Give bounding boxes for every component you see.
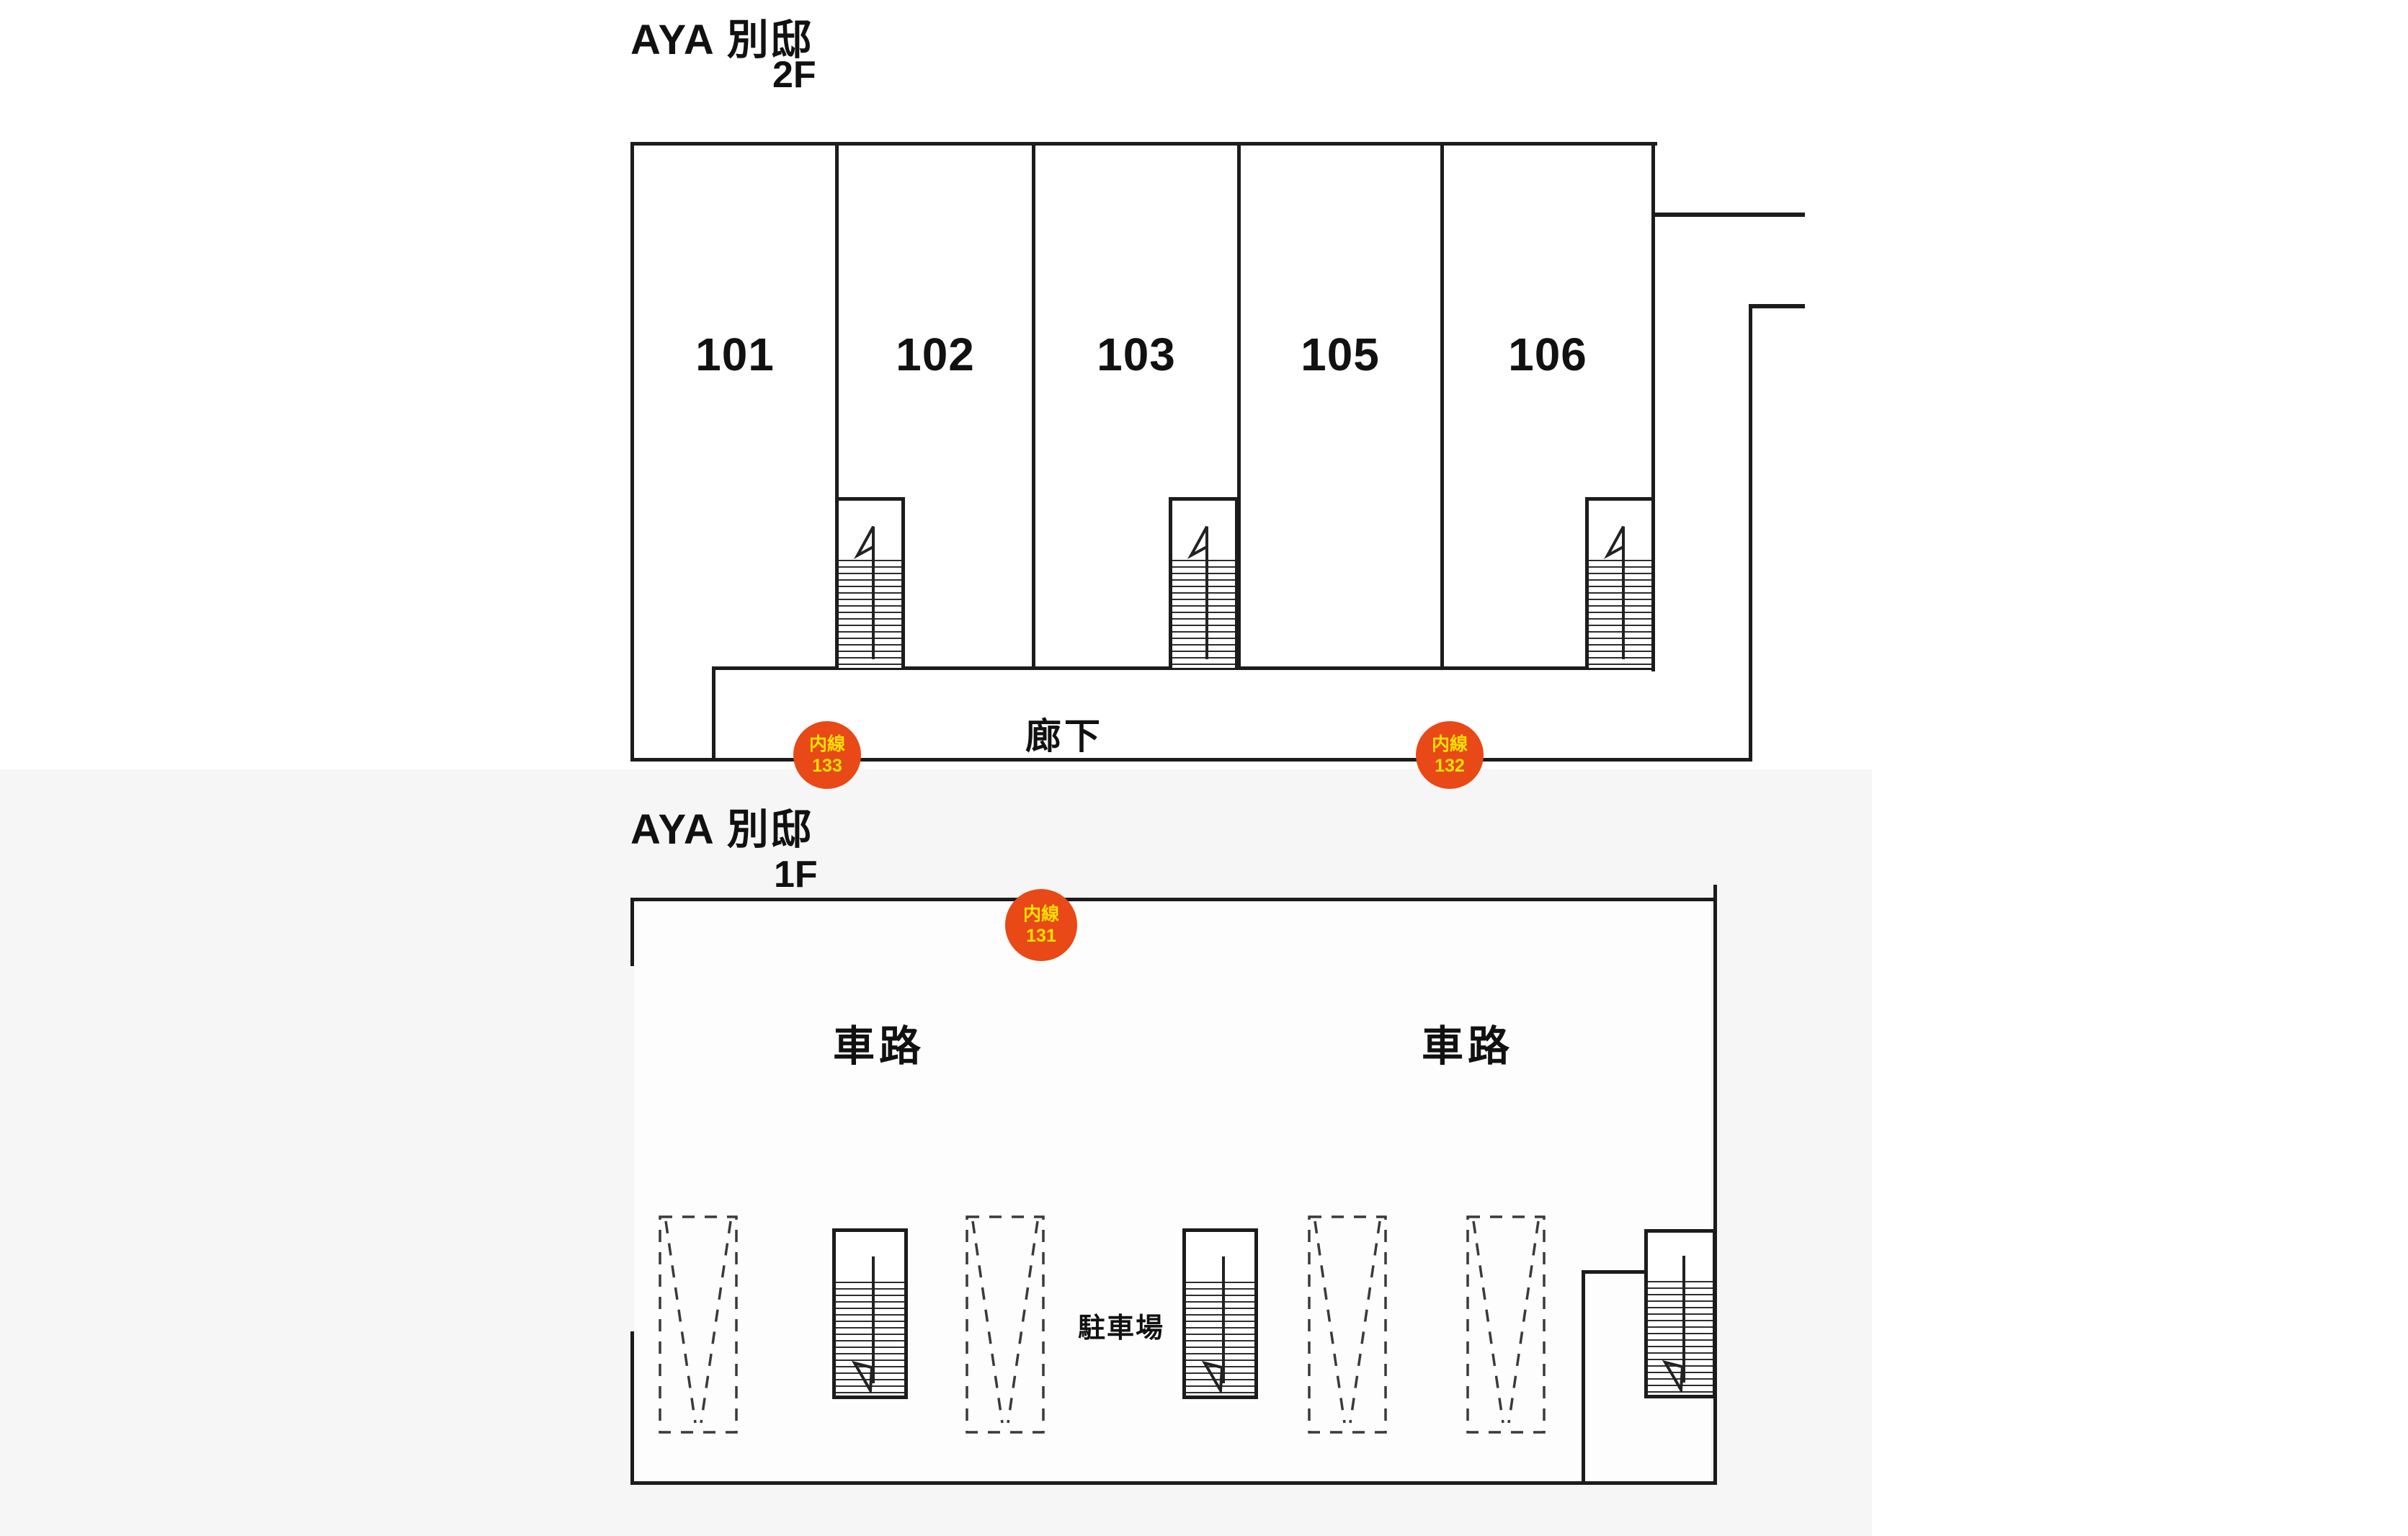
extension-badge-label: 内線: [1431, 734, 1468, 754]
wall-divider-101-102: [835, 142, 839, 668]
wall-rooms-bottom: [712, 666, 1655, 670]
wall-divider-105-106: [1440, 142, 1444, 668]
parking-stall: [966, 1215, 1045, 1437]
corridor-label: 廊下: [1025, 716, 1103, 756]
wall-1f-left-upper: [630, 898, 634, 966]
stairs-down-arrow-icon: [851, 1255, 892, 1393]
stair-treads: [1648, 1281, 1713, 1395]
extension-badge-label: 内線: [1022, 904, 1059, 924]
wall-2f-top: [630, 142, 1657, 146]
room-label-101: 101: [695, 329, 775, 380]
stairwell-1f-middle: [1182, 1228, 1258, 1399]
parking-stall: [659, 1215, 738, 1437]
extension-badge-number: 133: [812, 756, 842, 776]
wall-1f-bottom: [630, 1481, 1717, 1485]
wall-entry-upper: [1654, 213, 1805, 217]
parking-stall: [1466, 1215, 1546, 1437]
wall-divider-102-103: [1032, 142, 1035, 668]
stairwell-1f-left: [832, 1228, 908, 1399]
stair-treads: [1589, 560, 1651, 668]
driveway-label-left: 車路: [832, 1023, 925, 1070]
floor-label-1f: 1F: [774, 854, 818, 896]
extension-badge-label: 内線: [808, 734, 845, 754]
room-label-105: 105: [1301, 329, 1380, 380]
stairwell-2f-room103: [1169, 497, 1239, 668]
driveway-label-right: 車路: [1421, 1023, 1514, 1070]
stairs-down-arrow-icon: [1201, 1255, 1242, 1393]
building-title-2f: AYA 別邸: [630, 17, 813, 63]
stairwell-2f-room102: [835, 497, 905, 668]
building-title-1f: AYA 別邸: [630, 806, 813, 853]
extension-badge-131: 内線 131: [1005, 889, 1077, 961]
extension-badge-133: 内線 133: [793, 721, 861, 789]
wall-corridor-bottom: [630, 758, 1752, 762]
wall-1f-top: [630, 898, 1717, 901]
stairs-up-arrow-icon: [853, 526, 875, 663]
wall-corridor-right: [1749, 305, 1752, 762]
extension-badge-number: 131: [1026, 926, 1056, 946]
floor-label-2f: 2F: [772, 54, 816, 96]
room-label-106: 106: [1508, 329, 1587, 380]
wall-1f-stair-nook-left: [1582, 1270, 1585, 1485]
room-label-102: 102: [896, 329, 975, 380]
stair-treads: [1172, 560, 1235, 668]
stair-treads: [839, 560, 901, 668]
wall-1f-left-lower: [630, 1331, 634, 1485]
parking-label: 駐車場: [1077, 1313, 1164, 1344]
wall-entry-lower: [1749, 304, 1805, 308]
stairwell-1f-right: [1644, 1229, 1716, 1398]
garage-floor-area: [634, 901, 1711, 1483]
stairs-down-arrow-icon: [1662, 1254, 1703, 1393]
wall-2f-right: [1651, 142, 1655, 671]
extension-badge-number: 132: [1435, 756, 1465, 776]
extension-badge-132: 内線 132: [1416, 721, 1484, 789]
stairs-up-arrow-icon: [1187, 526, 1208, 663]
wall-1f-right: [1713, 885, 1717, 1485]
stairwell-2f-room106: [1585, 497, 1655, 668]
wall-divider-103-105: [1237, 142, 1241, 668]
wall-2f-left: [630, 142, 634, 762]
parking-stall: [1308, 1215, 1387, 1437]
stairs-up-arrow-icon: [1603, 526, 1625, 663]
wall-corridor-left: [712, 666, 715, 762]
room-label-103: 103: [1097, 329, 1176, 380]
wall-1f-stair-nook-top: [1582, 1270, 1648, 1274]
